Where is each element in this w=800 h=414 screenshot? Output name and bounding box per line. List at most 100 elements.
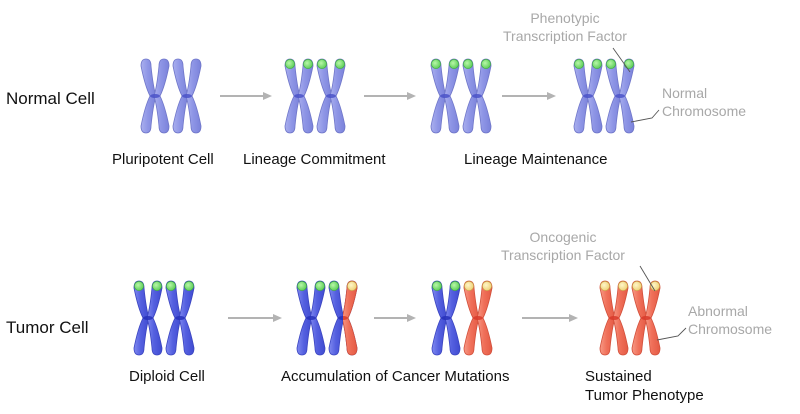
chromosome (431, 280, 461, 356)
arrow-normal-3 (502, 92, 556, 100)
chromatid (444, 280, 461, 356)
arrow-normal-2 (364, 92, 416, 100)
chromosome (140, 58, 170, 134)
chromosome (631, 280, 661, 356)
centromere (441, 316, 451, 320)
stage-label-lineage-commitment: Lineage Commitment (243, 151, 386, 168)
chromatid (296, 280, 313, 356)
chromatid (133, 280, 150, 356)
chromosome (463, 280, 493, 356)
transcription-factor (297, 281, 307, 291)
annotation-line: Transcription Factor (501, 247, 625, 263)
normal-chromosome-annotation: Normal Chromosome (662, 84, 746, 120)
centromere (175, 316, 185, 320)
tumor-stage-2-chromosome-pair (296, 280, 358, 356)
chromatid (586, 58, 603, 134)
transcription-factor (166, 281, 176, 291)
transcription-factor (347, 281, 357, 291)
chromosome (599, 280, 629, 356)
chromosome (172, 58, 202, 134)
stage-label-line: Sustained (585, 368, 652, 385)
transcription-factor (632, 281, 642, 291)
stage-label-accumulation-of-cancer-mutations: Accumulation of Cancer Mutations (281, 368, 510, 385)
chromatid (309, 280, 326, 356)
chromatid (605, 58, 622, 134)
chromatid (430, 58, 447, 134)
stage-label-diploid-cell: Diploid Cell (129, 368, 205, 385)
abnormal-chromosome-leader-line (656, 327, 687, 341)
chromosome (296, 280, 326, 356)
transcription-factor (285, 59, 295, 69)
arrow-head (569, 314, 578, 322)
normal-stage-1-chromosome-pair (140, 58, 202, 134)
arrow-tumor-3 (522, 314, 578, 322)
chromatid (185, 58, 202, 134)
arrow-tumor-1 (228, 314, 282, 322)
chromatid (644, 280, 661, 356)
transcription-factor (315, 281, 325, 291)
transcription-factor (606, 59, 616, 69)
chromatid (316, 58, 333, 134)
chromatid (462, 58, 479, 134)
stage-label-lineage-maintenance: Lineage Maintenance (464, 151, 608, 168)
annotation-line: Chromosome (688, 321, 773, 337)
chromatid (343, 280, 358, 356)
tumor-cell-row-label: Tumor Cell (6, 318, 89, 337)
chromatid (329, 58, 346, 134)
arrow-head (263, 92, 272, 100)
chromosome (605, 58, 635, 134)
chromatid (475, 58, 492, 134)
normal-stage-4-chromosome-pair (573, 58, 635, 134)
transcription-factor (431, 59, 441, 69)
transcription-factor (482, 281, 492, 291)
phenotypic-factor-leader-line (612, 47, 631, 73)
transcription-factor (450, 281, 460, 291)
chromatid (573, 58, 590, 134)
transcription-factor (574, 59, 584, 69)
abnormal-chromosome-annotation: Abnormal Chromosome (688, 302, 772, 338)
centromere (143, 316, 153, 320)
chromosome (343, 280, 358, 356)
stage-label-sustained-tumor-phenotype: Sustained Tumor Phenotype (585, 367, 704, 405)
chromosome (430, 58, 460, 134)
chromosome (573, 58, 603, 134)
chromatid (443, 58, 460, 134)
transcription-factor (449, 59, 459, 69)
annotation-line: Normal (662, 85, 708, 101)
chromatid (476, 280, 493, 356)
centromere (306, 316, 316, 320)
centromere (294, 94, 304, 98)
transcription-factor (152, 281, 162, 291)
chromatid (146, 280, 163, 356)
centromere (473, 316, 483, 320)
chromosome (462, 58, 492, 134)
chromatid (297, 58, 314, 134)
annotation-line: Abnormal (688, 303, 748, 319)
arrow-head (407, 314, 416, 322)
arrow-head (273, 314, 282, 322)
normal-stage-2-chromosome-pair (284, 58, 346, 134)
chromatid (172, 58, 189, 134)
normal-cell-row-label: Normal Cell (6, 89, 95, 108)
transcription-factor (481, 59, 491, 69)
chromatid (140, 58, 157, 134)
tumor-stage-3-chromosome-pair (431, 280, 493, 356)
chromatid (284, 58, 301, 134)
arrow-tumor-2 (374, 314, 416, 322)
annotation-line: Oncogenic (529, 229, 597, 245)
centromere (343, 316, 348, 320)
transcription-factor (317, 59, 327, 69)
arrow-head (547, 92, 556, 100)
transcription-factor (329, 281, 339, 291)
chromatid (612, 280, 629, 356)
oncogenic-transcription-factor-annotation: Oncogenic Transcription Factor (501, 228, 625, 264)
transcription-factor (618, 281, 628, 291)
transcription-factor (463, 59, 473, 69)
chromatid (431, 280, 448, 356)
tumor-stage-1-chromosome-pair (133, 280, 195, 356)
chromatid (463, 280, 480, 356)
transcription-factor (335, 59, 345, 69)
normal-chromosome-leader-line (630, 109, 660, 123)
chromatid (328, 280, 345, 356)
